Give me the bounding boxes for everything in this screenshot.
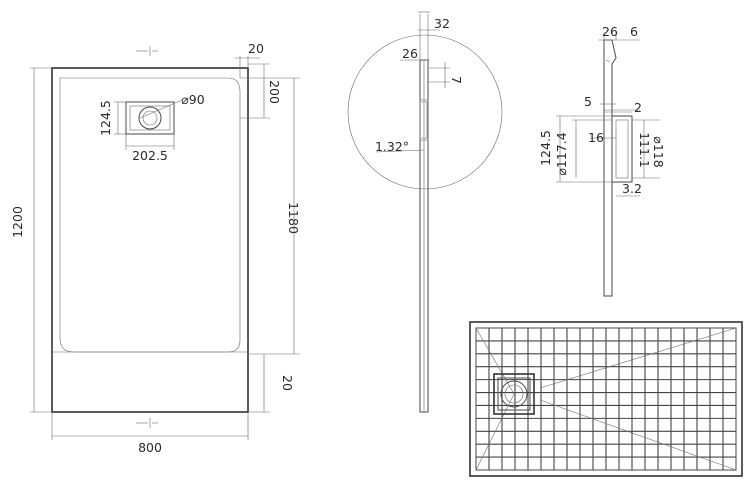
dim-inner-height: 1180 (286, 202, 301, 234)
tray-basin (59, 77, 241, 353)
side-section: 32 26 7 1.32° (347, 11, 503, 413)
dim-slope-angle: 1.32° (375, 139, 409, 154)
dim-drain-width: 202.5 (132, 148, 168, 163)
dim-drain-edge: 6 (630, 24, 638, 39)
dim-base: 3.2 (622, 181, 642, 196)
dim-offset-a: 5 (584, 94, 592, 109)
drain-icon (138, 106, 162, 130)
detail-circle (347, 34, 503, 190)
tray-outline (51, 67, 249, 413)
dim-diameter-a: ⌀117.4 (554, 132, 569, 175)
dim-offset-b: 2 (634, 100, 642, 115)
drain-plan (114, 99, 183, 150)
dim-rim-top: 20 (248, 41, 264, 56)
underside-outline (469, 321, 743, 477)
drain-grate-icon (493, 373, 535, 415)
dim-drain-diameter: ⌀90 (181, 92, 204, 107)
dim-width: 800 (138, 440, 162, 455)
dimension-lines-side (375, 11, 450, 153)
dim-lip-height: 7 (449, 76, 464, 84)
dim-drain-height: 124.5 (98, 100, 113, 136)
dim-diameter-b: ⌀118 (651, 136, 666, 167)
dim-drain-top-width: 26 (602, 24, 618, 39)
plan-view: 1200 800 1180 200 20 20 202.5 124.5 ⌀90 (10, 41, 301, 455)
dim-rim-bottom: 20 (280, 375, 295, 391)
dim-inner-width: 26 (402, 46, 418, 61)
underside-grid (475, 327, 737, 471)
drain-section-profile (603, 39, 617, 297)
section-marker-bottom (136, 418, 158, 428)
dim-top-width: 32 (434, 16, 450, 31)
dim-inner-16: 16 (588, 130, 604, 145)
drain-section: 26 6 5 2 124.5 ⌀117.4 16 111.1 ⌀118 3.2 (538, 24, 666, 297)
dimension-lines-drain (556, 32, 660, 197)
dim-inner-height: 111.1 (637, 132, 652, 168)
dimension-lines-plan (30, 56, 300, 440)
dim-height-outer: 124.5 (538, 130, 553, 166)
dim-height: 1200 (10, 206, 25, 238)
underside-view (469, 321, 743, 477)
dim-drain-offset: 200 (267, 80, 282, 104)
section-marker-top (136, 46, 158, 56)
